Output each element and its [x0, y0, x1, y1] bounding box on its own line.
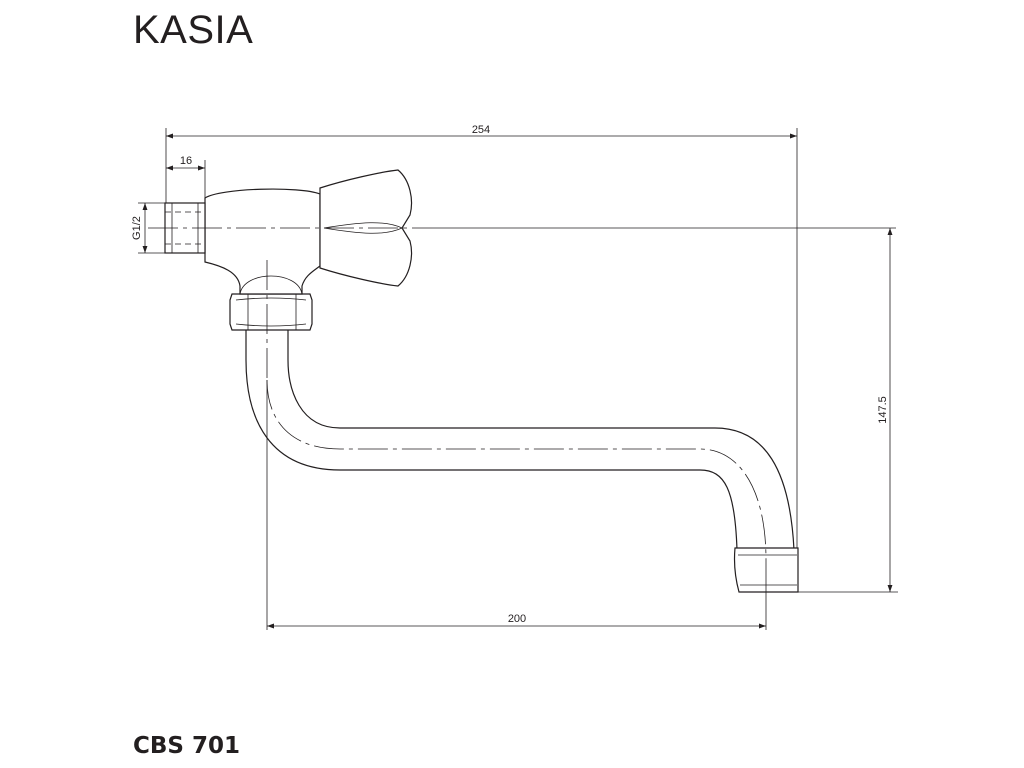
- dim-thread-size: G1/2: [131, 216, 143, 240]
- dim-total-length: 254: [472, 124, 490, 136]
- dimension-lines: [138, 128, 898, 630]
- center-lines: [148, 227, 896, 561]
- faucet-outline: [164, 169, 799, 593]
- spout-tube: [245, 317, 795, 551]
- product-title: KASIA: [133, 8, 254, 52]
- model-number: CBS 701: [133, 733, 240, 759]
- swivel-nut: [229, 293, 313, 331]
- dim-spout-reach: 200: [508, 613, 526, 625]
- dim-height: 147.5: [877, 396, 889, 424]
- dim-thread-length: 16: [180, 155, 192, 167]
- valve-body: [204, 188, 321, 295]
- valve-handle: [319, 169, 413, 287]
